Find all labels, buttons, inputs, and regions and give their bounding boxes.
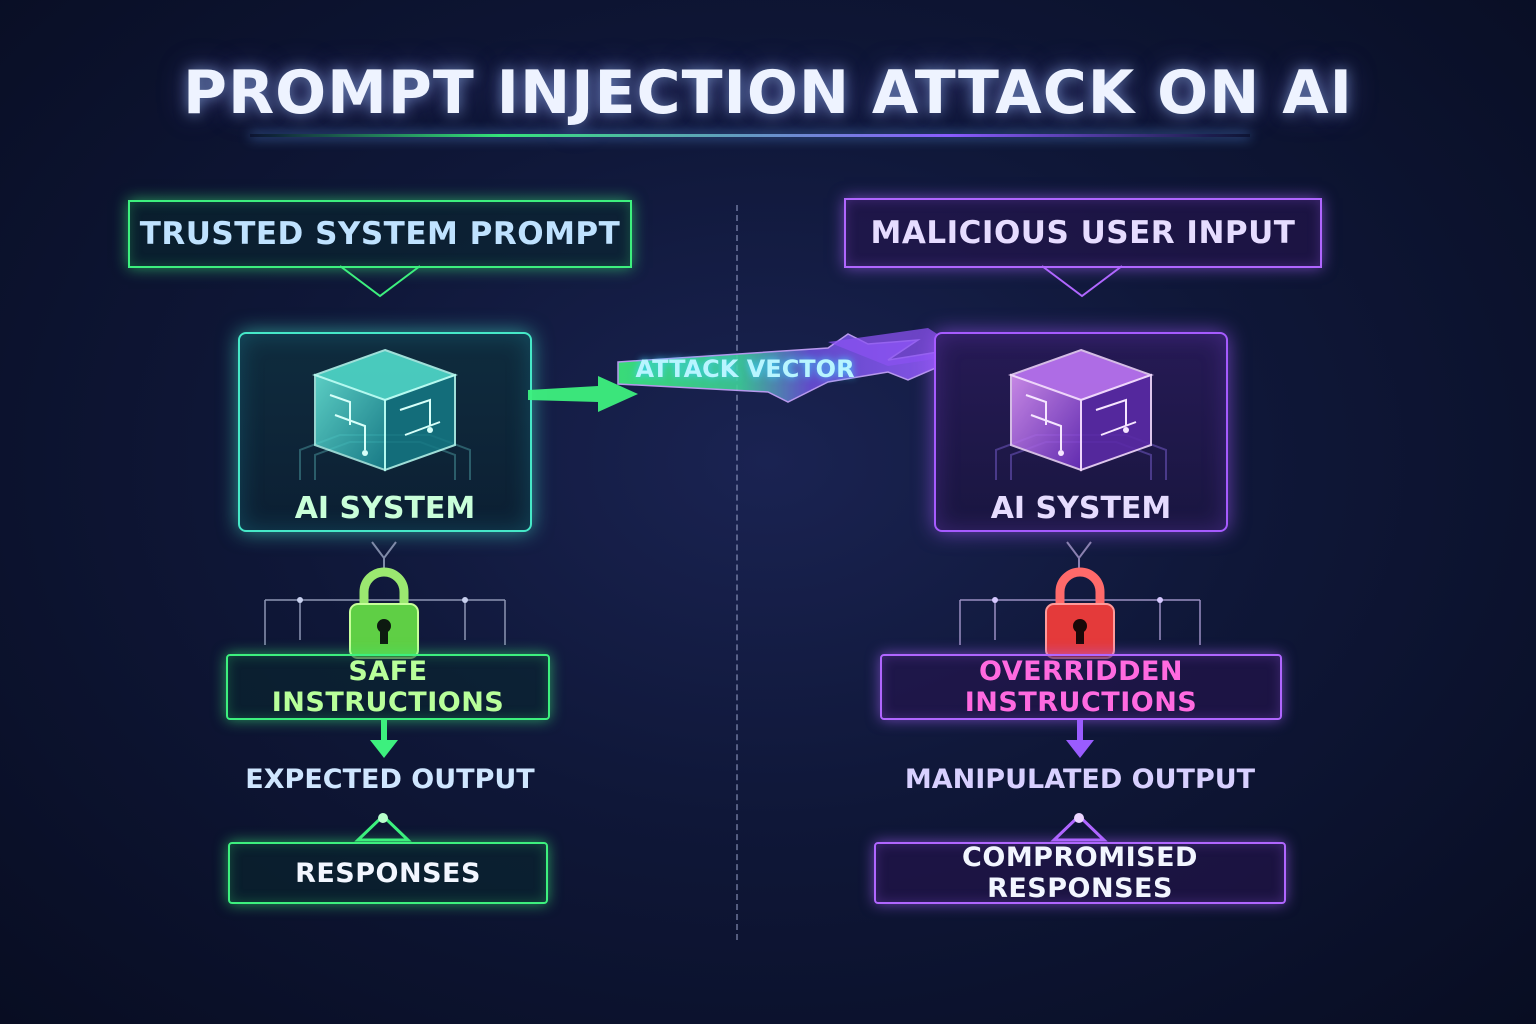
title-underline bbox=[250, 134, 1250, 137]
attack-vector-label: ATTACK VECTOR bbox=[635, 355, 855, 383]
compromised-responses-box: COMPROMISED RESPONSES bbox=[874, 842, 1286, 904]
safe-instructions-box: SAFE INSTRUCTIONS bbox=[226, 654, 550, 720]
ai-system-box-safe: AI SYSTEM bbox=[238, 332, 532, 532]
ai-system-label-safe: AI SYSTEM bbox=[294, 491, 476, 526]
compromised-responses-label: COMPROMISED RESPONSES bbox=[962, 842, 1198, 904]
left-connector-lines bbox=[264, 541, 506, 645]
responses-box: RESPONSES bbox=[228, 842, 548, 904]
right-header-pointer bbox=[1041, 265, 1123, 298]
arrow-up-icon bbox=[1050, 813, 1108, 842]
page-title: PROMPT INJECTION ATTACK ON AI bbox=[183, 58, 1353, 128]
ai-system-box-compromised: AI SYSTEM bbox=[934, 332, 1228, 532]
ai-chip-cube-icon bbox=[995, 348, 1167, 480]
malicious-user-input-box: MALICIOUS USER INPUT bbox=[844, 198, 1322, 268]
arrow-down-icon bbox=[1066, 720, 1094, 758]
malicious-user-input-label: MALICIOUS USER INPUT bbox=[870, 215, 1296, 251]
locked-padlock-icon bbox=[349, 567, 419, 659]
safe-instructions-label: SAFE INSTRUCTIONS bbox=[271, 656, 505, 718]
trusted-system-prompt-label: TRUSTED SYSTEM PROMPT bbox=[139, 216, 621, 252]
center-divider bbox=[736, 205, 738, 940]
arrow-up-icon bbox=[354, 813, 412, 842]
arrow-down-icon bbox=[370, 720, 398, 758]
right-connector-lines bbox=[959, 541, 1201, 645]
left-header-pointer bbox=[339, 265, 421, 298]
ai-chip-cube-icon bbox=[299, 348, 471, 480]
expected-output-label: EXPECTED OUTPUT bbox=[245, 764, 535, 795]
unlocked-padlock-icon bbox=[1045, 567, 1115, 659]
overridden-instructions-label: OVERRIDDEN INSTRUCTIONS bbox=[964, 656, 1198, 718]
responses-label: RESPONSES bbox=[295, 857, 481, 889]
overridden-instructions-box: OVERRIDDEN INSTRUCTIONS bbox=[880, 654, 1282, 720]
attack-vector-arrow bbox=[528, 328, 969, 412]
ai-system-label-compromised: AI SYSTEM bbox=[990, 491, 1172, 526]
trusted-system-prompt-box: TRUSTED SYSTEM PROMPT bbox=[128, 200, 632, 268]
manipulated-output-label: MANIPULATED OUTPUT bbox=[904, 764, 1256, 795]
